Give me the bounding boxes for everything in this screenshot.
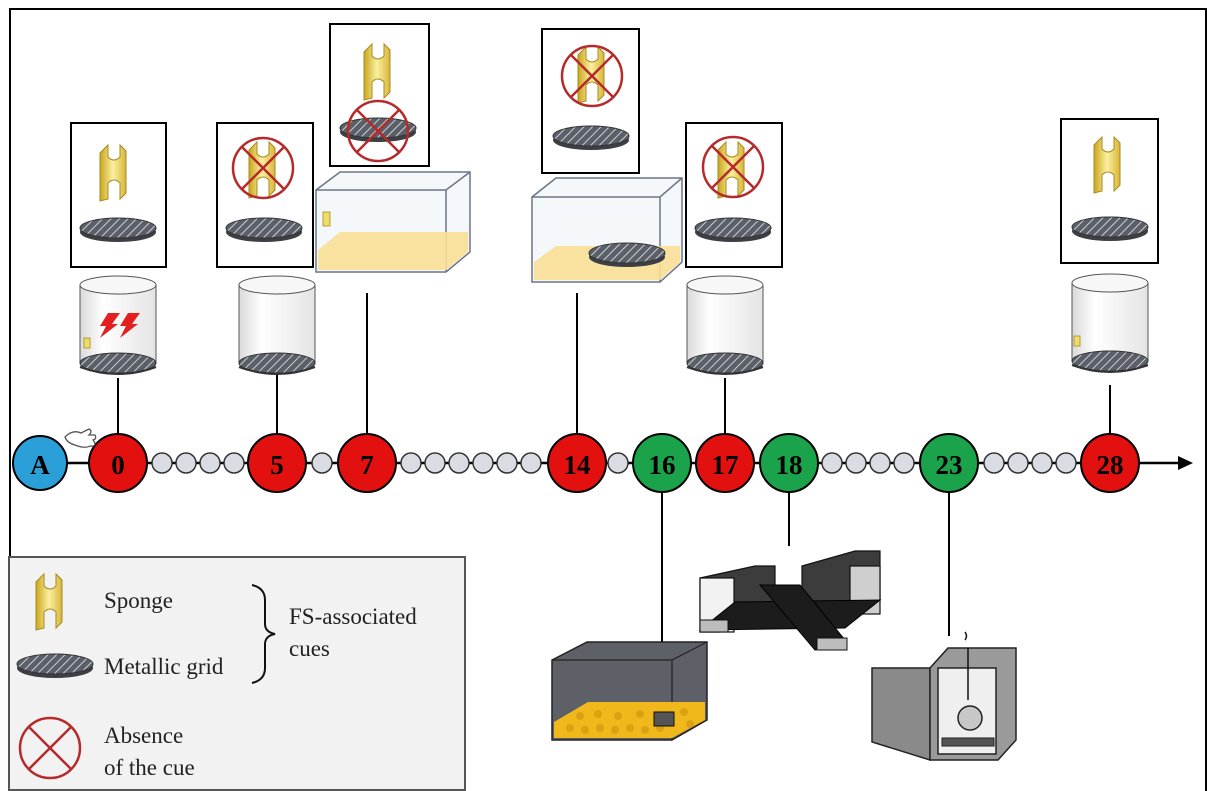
legend: Sponge Metallic grid FS-associated cues … (16, 573, 417, 780)
timeline-dot (983, 452, 1005, 474)
node-day-7-label: 7 (360, 450, 374, 480)
node-day-23-label: 23 (936, 450, 963, 480)
day-18-plus-maze-apparatus (698, 550, 882, 651)
node-day-18: 18 (759, 433, 819, 493)
day-17-cue-panel (685, 122, 783, 268)
sponge-icon (322, 211, 331, 227)
metallic-grid-icon (225, 217, 303, 243)
timeline-dot (869, 452, 891, 474)
node-start: A (12, 435, 68, 491)
day-17-chamber (686, 275, 764, 375)
legend-group-line-2: cues (289, 636, 330, 661)
node-day-14-label: 14 (564, 450, 591, 480)
timeline-dot (424, 452, 446, 474)
timeline-dot (893, 452, 915, 474)
node-day-23: 23 (919, 433, 979, 493)
timeline-dot (1055, 452, 1077, 474)
hand-icon (64, 428, 97, 448)
sponge-icon (83, 337, 91, 349)
day-23-testing-chamber (871, 631, 1017, 762)
day-28-chamber (1071, 273, 1149, 373)
object-icon (653, 711, 675, 727)
legend-absence-line-2: of the cue (104, 755, 195, 780)
timeline-dot (845, 452, 867, 474)
node-day-18-label: 18 (776, 450, 803, 480)
timeline-dot (1031, 452, 1053, 474)
timeline-dot (311, 452, 333, 474)
node-day-28-label: 28 (1097, 450, 1124, 480)
node-day-17: 17 (695, 433, 755, 493)
device-icon (957, 705, 983, 731)
legend-grid-icon (16, 653, 94, 679)
node-day-14: 14 (547, 433, 607, 493)
arrow-head-icon (1178, 456, 1193, 470)
node-day-0-label: 0 (111, 450, 125, 480)
day-16-open-field-apparatus (551, 641, 708, 741)
node-day-17-label: 17 (712, 450, 739, 480)
day-5-cue-panel (216, 122, 314, 268)
metallic-grid-icon (79, 217, 157, 243)
timeline-dot (1007, 452, 1029, 474)
node-day-7: 7 (337, 433, 397, 493)
legend-sponge-label: Sponge (104, 588, 173, 613)
timeline-dot (520, 452, 542, 474)
timeline-dot (472, 452, 494, 474)
node-start-label: A (30, 450, 50, 480)
metallic-grid-icon (588, 242, 666, 268)
legend-brace (251, 584, 276, 684)
metallic-grid-icon (552, 125, 630, 151)
day-0-conditioning-chamber (79, 275, 157, 375)
connector-lines (117, 293, 1111, 642)
legend-group-line-1: FS-associated (289, 604, 417, 629)
timeline-dot (223, 452, 245, 474)
sponge-icon (1073, 335, 1081, 347)
day-7-cue-panel (329, 23, 430, 167)
node-day-28: 28 (1080, 433, 1140, 493)
legend-grid-label: Metallic grid (104, 654, 224, 679)
legend-absence-icon (18, 716, 82, 780)
small-dots (151, 452, 1077, 474)
node-day-0: 0 (88, 433, 148, 493)
metallic-grid-icon (694, 217, 772, 243)
day-7-home-cage (315, 171, 471, 273)
day-28-cue-panel (1060, 118, 1159, 264)
timeline-nodes: A 0 5 7 14 16 (12, 433, 1140, 493)
timeline-dot (607, 452, 629, 474)
node-day-5: 5 (247, 433, 307, 493)
day-5-chamber (238, 275, 316, 375)
timeline-dot (175, 452, 197, 474)
node-day-5-label: 5 (270, 450, 284, 480)
timeline-dot (821, 452, 843, 474)
timeline-dot (448, 452, 470, 474)
legend-sponge-icon (35, 573, 63, 631)
day-14-home-cage (531, 177, 683, 283)
lightning-icon (100, 313, 140, 338)
node-day-16: 16 (632, 433, 692, 493)
timeline-dot (199, 452, 221, 474)
timeline-dot (400, 452, 422, 474)
node-day-16-label: 16 (649, 450, 676, 480)
legend-absence-line-1: Absence (104, 723, 183, 748)
day-0-cue-panel (70, 122, 167, 268)
timeline-dot (151, 452, 173, 474)
metallic-grid-icon (1071, 216, 1149, 242)
day-14-cue-panel (541, 28, 640, 174)
figure-frame (9, 8, 1207, 791)
timeline-dot (496, 452, 518, 474)
